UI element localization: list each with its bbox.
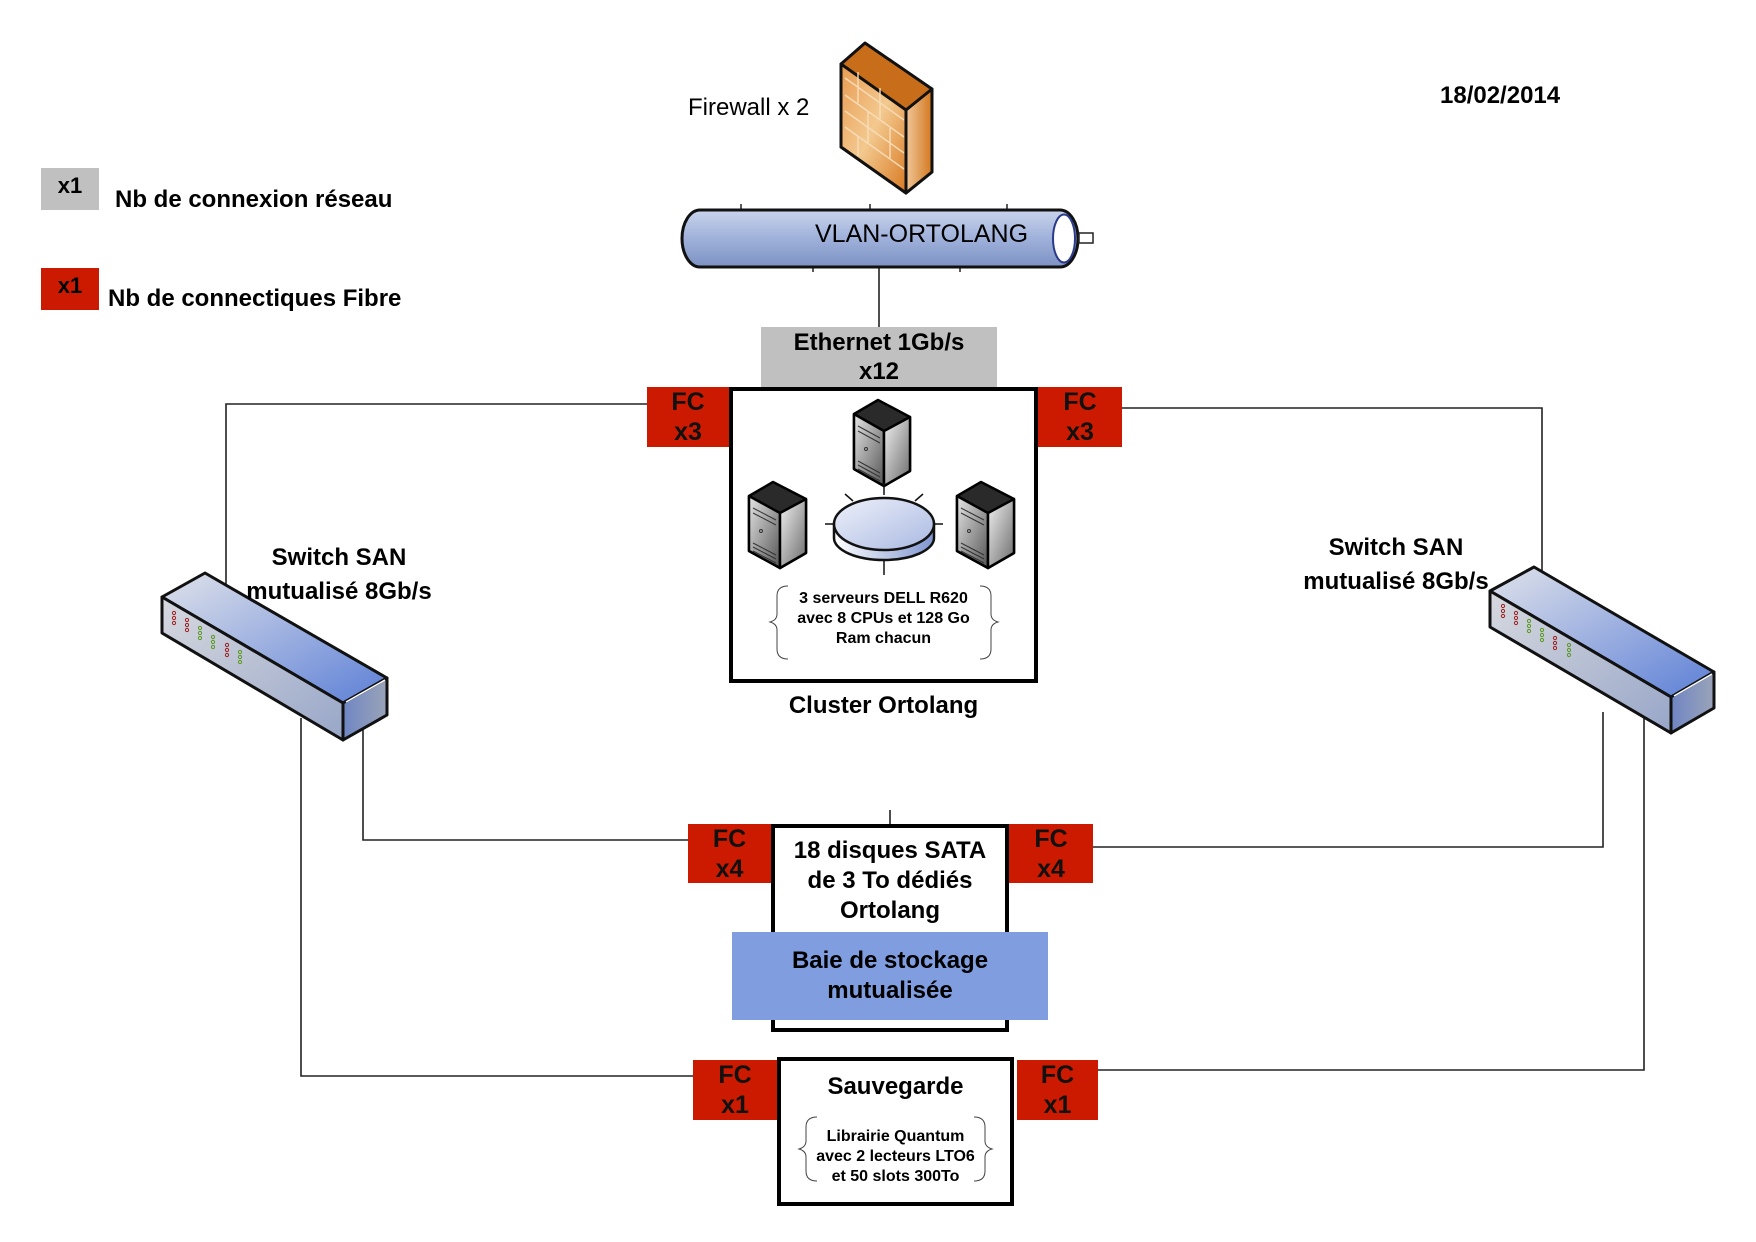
left-san-switch-icon (160, 571, 389, 742)
vlan-label: VLAN-ORTOLANG (815, 220, 1029, 248)
right-switch-to-backup-line (1098, 718, 1645, 1071)
cluster-desc-line: avec 8 CPUs et 128 Go (797, 610, 970, 627)
storage-desc-line: Ortolang (840, 897, 940, 924)
ethernet-speed: Ethernet 1Gb/s (793, 329, 965, 356)
fc-label: FC (1034, 824, 1068, 853)
cluster-title: Cluster Ortolang (788, 692, 979, 719)
cluster-fc-right-badge: FC x3 (1038, 387, 1122, 447)
switch-label-line: Switch SAN (271, 544, 407, 571)
fc-count: x1 (1043, 1091, 1072, 1119)
storage-fc-left-badge: FC x4 (688, 824, 771, 883)
backup-title: Sauvegarde (827, 1073, 964, 1100)
fc-count: x4 (715, 854, 744, 883)
switch-label-line: mutualisé 8Gb/s (246, 578, 432, 605)
legend-network-badge: x1 (41, 168, 99, 210)
storage-band-line: Baie de stockage (791, 947, 989, 974)
legend-network-label: Nb de connexion réseau (115, 186, 393, 213)
ethernet-count: x12 (858, 358, 900, 385)
cluster-to-right-switch-line (1122, 407, 1543, 600)
cluster-fc-left-badge: FC x3 (647, 387, 729, 447)
backup-desc-line: et 50 slots 300To (831, 1168, 960, 1185)
storage-description: 18 disques SATA de 3 To dédiés Ortolang (775, 836, 1005, 926)
right-switch-to-storage-line (1093, 712, 1604, 848)
server-icon (747, 480, 808, 570)
fc-label: FC (671, 388, 705, 416)
storage-desc-line: de 3 To dédiés (807, 867, 973, 894)
backup-box[interactable]: Sauvegarde Librairie Quantum avec 2 lect… (777, 1057, 1014, 1206)
cluster-desc-line: 3 serveurs DELL R620 (799, 590, 968, 607)
backup-description: Librairie Quantum avec 2 lecteurs LTO6 e… (781, 1127, 1010, 1187)
server-icon (852, 398, 912, 488)
storage-band-line: mutualisée (827, 977, 953, 1004)
right-switch-label: Switch SAN mutualisé 8Gb/s (1286, 531, 1506, 599)
fc-count: x4 (1037, 854, 1065, 883)
cluster-box[interactable]: 3 serveurs DELL R620 avec 8 CPUs et 128 … (729, 387, 1038, 683)
brace-icon (768, 585, 1000, 660)
fc-label: FC (712, 824, 747, 853)
connection-lines (225, 267, 1645, 1077)
switch-label-line: Switch SAN (1328, 534, 1464, 561)
cluster-description: 3 serveurs DELL R620 avec 8 CPUs et 128 … (733, 589, 1034, 649)
cluster-desc-line: Ram chacun (835, 630, 932, 647)
right-san-switch-icon (1488, 565, 1716, 735)
switch-label-line: mutualisé 8Gb/s (1303, 568, 1489, 595)
fc-label: FC (1063, 388, 1097, 416)
server-icon (955, 480, 1016, 570)
firewall-label: Firewall x 2 (688, 94, 810, 121)
legend-fibre-badge: x1 (41, 268, 99, 310)
backup-fc-right-badge: FC x1 (1017, 1060, 1098, 1120)
fc-label: FC (718, 1061, 752, 1089)
fc-label: FC (1040, 1061, 1075, 1089)
network-hub-icon (825, 483, 943, 575)
firewall-icon (839, 41, 934, 195)
left-switch-label: Switch SAN mutualisé 8Gb/s (229, 541, 449, 609)
backup-desc-line: avec 2 lecteurs LTO6 (816, 1148, 975, 1165)
backup-fc-left-badge: FC x1 (693, 1060, 777, 1120)
brace-icon (797, 1116, 994, 1182)
left-switch-to-storage-line (362, 722, 688, 841)
ethernet-badge: Ethernet 1Gb/s x12 (761, 327, 997, 387)
cluster-graphics (747, 398, 1016, 660)
fc-count: x3 (674, 418, 702, 446)
storage-fc-right-badge: FC x4 (1009, 824, 1093, 883)
storage-array-band: Baie de stockage mutualisée (732, 932, 1048, 1020)
cluster-to-left-switch-line (225, 403, 647, 600)
date-label: 18/02/2014 (1440, 82, 1561, 109)
storage-desc-line: 18 disques SATA (793, 837, 987, 864)
fc-count: x1 (721, 1091, 749, 1119)
legend-fibre-label: Nb de connectiques Fibre (108, 285, 402, 312)
fc-count: x3 (1066, 418, 1094, 446)
backup-desc-line: Librairie Quantum (826, 1128, 965, 1145)
left-switch-to-backup-line (300, 718, 693, 1077)
vlan-bus-icon (680, 204, 1094, 272)
